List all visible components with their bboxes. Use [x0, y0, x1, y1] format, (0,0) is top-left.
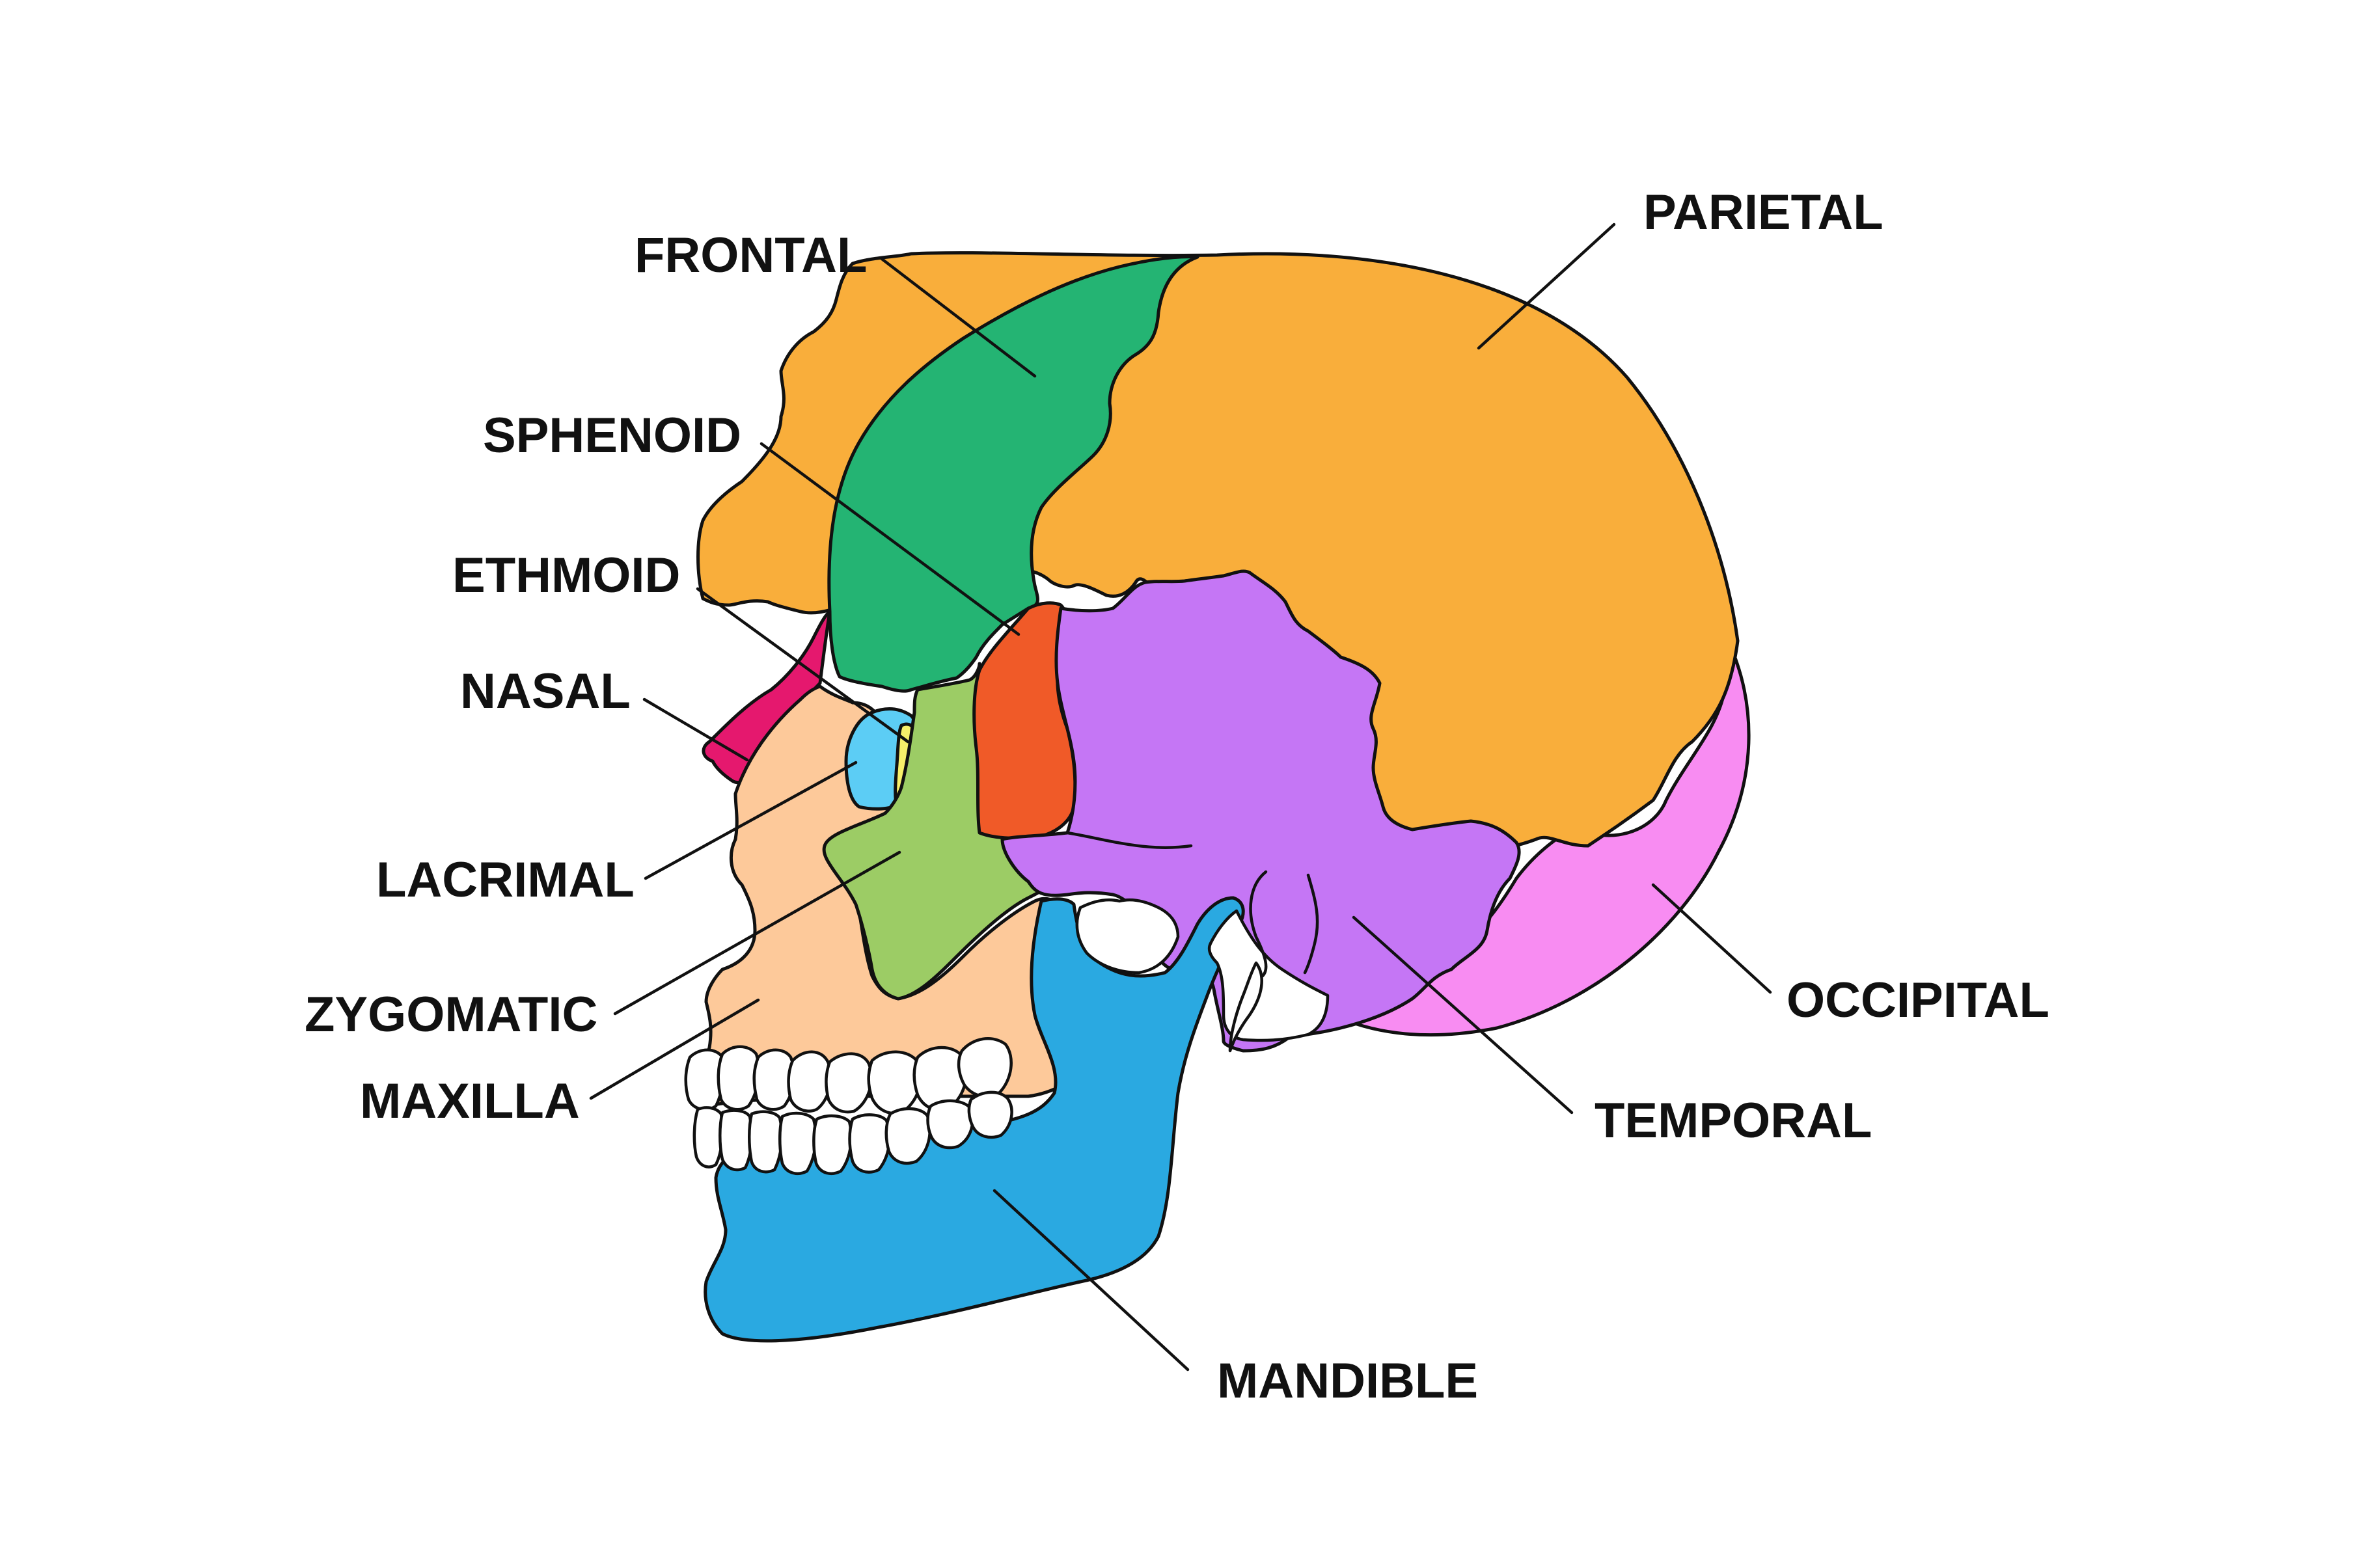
- nasal-label: NASAL: [460, 664, 631, 719]
- lower-tooth: [967, 1090, 1013, 1139]
- temporal-label: TEMPORAL: [1595, 1093, 1872, 1148]
- lacrimal-label: LACRIMAL: [376, 852, 635, 908]
- occipital-leader: [1651, 883, 1772, 994]
- ethmoid-label: ETHMOID: [452, 548, 680, 603]
- lower-teeth: [692, 1090, 1013, 1175]
- lower-tooth: [848, 1113, 891, 1174]
- occipital-label: OCCIPITAL: [1787, 973, 2049, 1028]
- upper-teeth: [684, 1037, 1013, 1115]
- lacrimal-leader: [644, 761, 858, 880]
- mandible-label: MANDIBLE: [1217, 1353, 1478, 1409]
- frontal-label: FRONTAL: [635, 228, 867, 283]
- lower-tooth: [884, 1107, 931, 1165]
- upper-tooth: [684, 1048, 726, 1111]
- mandible-leader: [993, 1189, 1190, 1372]
- contour-lines: [1065, 831, 1319, 978]
- temporal-ridge-line-2: [1303, 873, 1319, 975]
- maxilla-label: MAXILLA: [360, 1074, 580, 1129]
- temporal-ridge-line: [1249, 870, 1268, 978]
- lower-tooth: [748, 1110, 784, 1174]
- lower-tooth: [719, 1109, 754, 1172]
- lower-tooth: [692, 1106, 724, 1169]
- labels: FRONTAL PARIETAL SPHENOID ETHMOID NASAL …: [305, 185, 2049, 1409]
- upper-tooth: [825, 1052, 873, 1114]
- lower-tooth: [812, 1114, 853, 1175]
- zygomatic-leader: [613, 850, 901, 1016]
- lower-tooth: [778, 1111, 817, 1175]
- temporal-bone: [1000, 569, 1521, 1053]
- zygomatic-arch-line: [1065, 831, 1193, 849]
- upper-tooth: [787, 1050, 832, 1113]
- upper-tooth: [752, 1048, 796, 1111]
- frontal-bone: [827, 255, 1199, 693]
- sphenoid-label: SPHENOID: [483, 408, 741, 463]
- upper-tooth: [957, 1037, 1013, 1098]
- zygomatic-label: ZYGOMATIC: [305, 987, 597, 1042]
- maxilla-leader: [589, 998, 760, 1100]
- upper-tooth: [867, 1050, 922, 1115]
- frontal-leader: [880, 257, 1037, 378]
- parietal-leader: [1477, 223, 1616, 350]
- lower-tooth: [926, 1099, 974, 1150]
- temporal-leader: [1352, 915, 1574, 1115]
- ethmoid-leader: [696, 587, 910, 744]
- parietal-label: PARIETAL: [1643, 185, 1883, 240]
- upper-tooth: [717, 1045, 761, 1111]
- leader-lines: [589, 223, 1772, 1372]
- sphenoid-leader: [760, 442, 1020, 636]
- nasal-leader: [642, 697, 749, 762]
- condyle-socket: [1075, 898, 1180, 975]
- styloid-process: [1228, 961, 1263, 1053]
